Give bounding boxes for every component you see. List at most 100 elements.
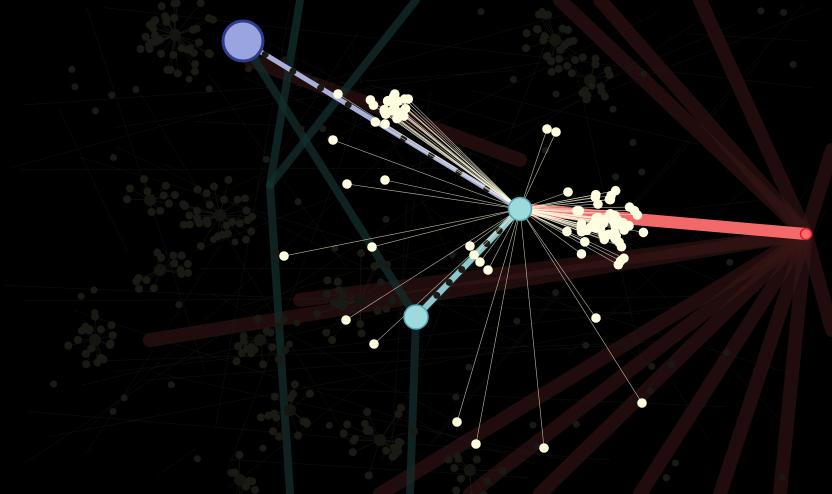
leaf-node[interactable] [389,101,400,111]
leaf-node[interactable] [370,117,381,127]
leaf-node[interactable] [551,127,561,137]
dim-node [513,317,521,325]
dim-node [757,7,765,15]
dim-node [231,238,239,246]
dim-web-edge [156,448,196,477]
leaf-edge [332,139,521,210]
dim-node [251,485,260,494]
dim-node [582,341,590,349]
leaf-edge [408,98,521,210]
dim-node [157,49,166,58]
leaf-node[interactable] [380,175,390,185]
background-nodes [50,0,797,494]
leaf-node[interactable] [380,109,391,120]
faint-red-edge [553,0,813,241]
leaf-node[interactable] [399,94,410,104]
dim-node [209,235,217,243]
leaf-node[interactable] [591,313,601,323]
leaf-node[interactable] [341,315,351,325]
leaf-node[interactable] [590,192,601,203]
dim-node [161,181,170,190]
dim-edge [183,204,221,216]
leaf-node[interactable] [369,339,379,349]
leaf-node[interactable] [475,257,485,267]
dim-web-edge [685,199,770,209]
leaf-node[interactable] [483,265,493,275]
link-bead [261,50,269,58]
leaf-node[interactable] [400,103,411,114]
dim-edge [359,266,375,301]
dim-node [134,284,143,293]
dim-edge [327,280,361,301]
hub-center[interactable] [507,196,533,222]
leaf-node[interactable] [616,241,627,252]
dim-node [147,207,156,216]
leaf-node[interactable] [539,443,549,453]
leaf-node[interactable] [279,251,289,261]
leaf-nodes[interactable] [279,89,649,453]
leaf-node[interactable] [572,205,582,216]
leaf-node[interactable] [328,135,338,145]
leaf-node[interactable] [613,259,624,270]
leaf-node[interactable] [562,226,572,237]
dim-node [363,407,372,416]
dim-node [319,125,327,133]
leaf-node[interactable] [563,187,573,197]
dim-node [205,85,213,93]
leaf-node[interactable] [609,231,620,242]
dim-node [286,394,295,403]
dim-node [183,45,192,54]
leaf-node[interactable] [452,417,462,427]
dim-node [522,44,531,53]
dim-web-edge [424,204,668,378]
dim-node [239,332,248,341]
leaf-node[interactable] [604,194,615,205]
dim-node [325,421,333,429]
hub-red[interactable] [799,227,813,241]
leaf-node[interactable] [580,237,590,247]
hub-teal-small[interactable] [403,304,429,330]
dim-node [609,105,617,113]
leaf-node[interactable] [469,250,479,260]
hub-blue[interactable] [221,19,265,63]
leaf-node[interactable] [388,91,399,102]
dim-web-edge [207,73,348,268]
dim-node [223,229,232,238]
dim-cluster-hub [154,264,166,276]
leaf-node[interactable] [542,124,552,134]
leaf-node[interactable] [392,113,402,124]
leaf-node[interactable] [367,242,377,252]
hub-nodes[interactable] [221,19,813,330]
dim-node [85,325,94,334]
dim-node [281,346,290,355]
dim-node [444,455,453,464]
dim-node [185,75,193,83]
dim-node [648,362,656,370]
dim-node [479,490,488,494]
dim-node [780,8,788,16]
dim-node [671,459,679,467]
leaf-node[interactable] [365,95,376,105]
leaf-node[interactable] [624,202,635,212]
leaf-node[interactable] [608,216,619,227]
leaf-node[interactable] [576,249,587,259]
dim-node [533,25,542,34]
leaf-node[interactable] [333,89,343,99]
leaf-node[interactable] [471,439,481,449]
leaf-node[interactable] [598,218,608,229]
leaf-node[interactable] [465,241,475,251]
leaf-node[interactable] [581,225,592,236]
dim-node [184,268,193,277]
leaf-node[interactable] [637,398,647,408]
leaf-node[interactable] [380,119,390,129]
leaf-node[interactable] [342,179,352,189]
dim-node [140,175,149,184]
leaf-node[interactable] [632,210,643,220]
leaf-node[interactable] [638,227,649,238]
leaf-node[interactable] [590,217,600,228]
leaf-node[interactable] [618,217,628,228]
leaf-node[interactable] [610,185,621,196]
dim-node [177,269,186,278]
dim-node [629,139,637,147]
